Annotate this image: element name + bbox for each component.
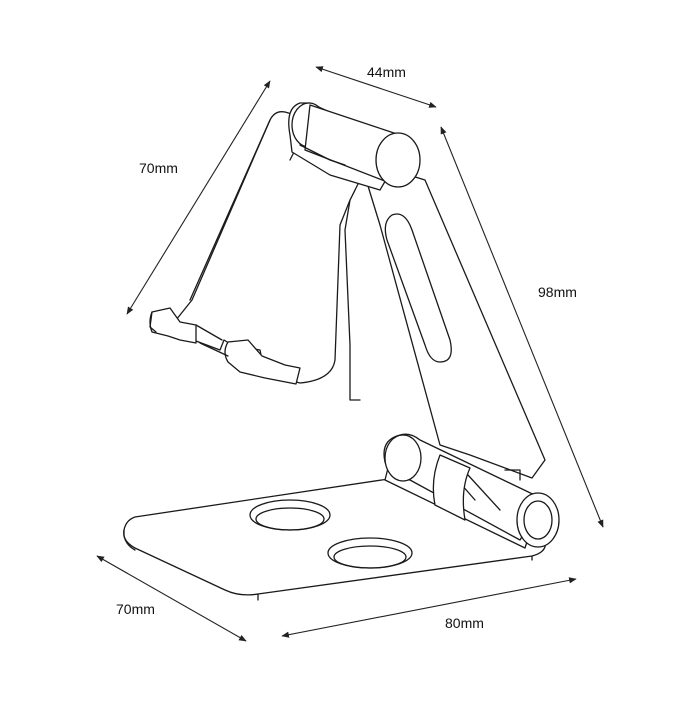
cradle-plate [149,111,381,385]
dim-line-back-height [126,80,271,315]
dimension-label-base-depth: 70mm [116,601,155,617]
dimension-label-total-height: 98mm [538,284,577,300]
dimension-label-base-width: 80mm [445,615,484,631]
base-hole-back [249,499,331,531]
dim-line-base-width [281,577,577,638]
dimension-label-back-height: 70mm [139,160,178,176]
rear-arm [344,159,546,481]
top-hinge [288,102,421,191]
base-hole-front [327,537,413,569]
dim-line-top-width [315,66,437,108]
dim-line-base-depth [96,555,247,642]
dimension-lines [96,66,604,642]
dimension-label-top-width: 44mm [367,64,406,80]
dim-line-total-height [440,126,604,528]
